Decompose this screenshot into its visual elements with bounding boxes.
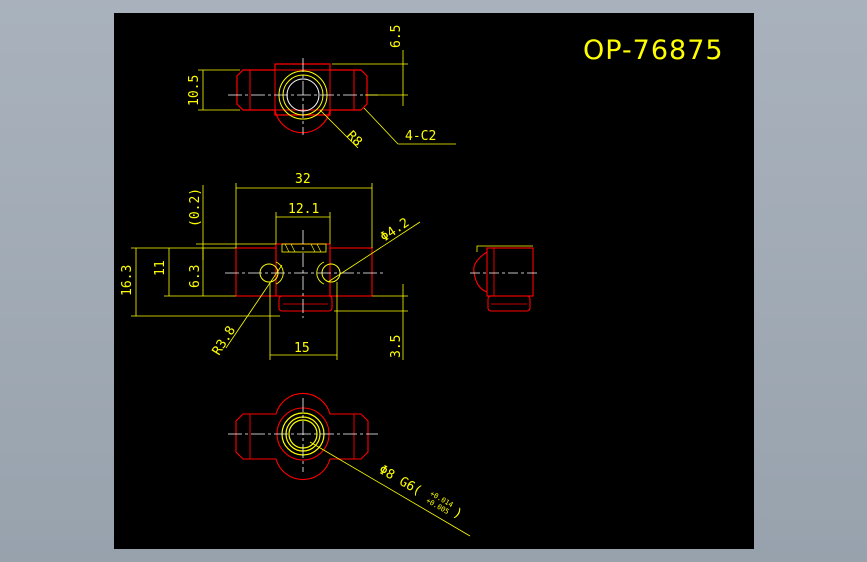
front-view-hatch-4	[316, 243, 322, 253]
bottom-view: Φ8 G6( +0.014 +0.005 )	[228, 392, 471, 537]
front-view: 32 12.1 (0.2) Φ4.2 16.3 11 6.3	[120, 172, 421, 360]
dim-12-1-text: 12.1	[288, 202, 319, 217]
dim-32-text: 32	[295, 172, 311, 187]
side-view-boss-top	[476, 245, 533, 252]
r3-8-text: R3.8	[210, 324, 239, 359]
phi-4-2-text: Φ4.2	[378, 215, 412, 245]
front-view-hatch-1	[284, 243, 290, 253]
bore-tolerance-callout: Φ8 G6( +0.014 +0.005 )	[376, 462, 465, 522]
top-view-body-outline	[236, 63, 368, 116]
dim-16-3-text: 16.3	[120, 265, 135, 296]
dim-11-text: 11	[153, 260, 168, 276]
dim-10-5-text: 10.5	[187, 75, 202, 106]
front-view-right-wing	[329, 247, 373, 297]
dim-3-5-text: 3.5	[389, 335, 404, 358]
top-view: 10.5 6.5 R8 4-C2	[187, 25, 456, 150]
front-view-hole-arc-right	[316, 261, 325, 285]
bore-diameter-label: Φ8 G6(	[376, 462, 424, 498]
top-view-boss	[274, 69, 331, 111]
side-view	[470, 245, 540, 312]
phi-4-2-leader	[327, 221, 421, 283]
front-view-hatch-2	[290, 243, 296, 253]
dim-0-2-text: (0.2)	[188, 188, 203, 227]
front-view-hatch-3	[310, 243, 316, 253]
front-view-bottom-spigot	[278, 295, 333, 312]
r8-label: R8	[343, 128, 365, 150]
bore-tolerance-leader	[309, 441, 471, 537]
r8-leader	[319, 109, 359, 149]
dim-6-5-text: 6.5	[389, 25, 404, 48]
part-number-title: OP-76875	[583, 35, 724, 66]
dim-6-3-text: 6.3	[188, 265, 203, 288]
top-view-round-r8	[274, 109, 331, 134]
chamfer-label: 4-C2	[405, 129, 436, 144]
side-view-round-left	[473, 251, 488, 293]
c2-leader-diag	[363, 107, 399, 145]
r3-8-leader	[225, 264, 283, 349]
dim-15-text: 15	[294, 341, 310, 356]
drawing-canvas	[114, 13, 754, 549]
front-view-top-slot	[281, 243, 327, 253]
side-view-spigot	[487, 295, 531, 312]
bore-close-paren: )	[450, 505, 464, 522]
bottom-view-body-outline	[235, 392, 369, 481]
